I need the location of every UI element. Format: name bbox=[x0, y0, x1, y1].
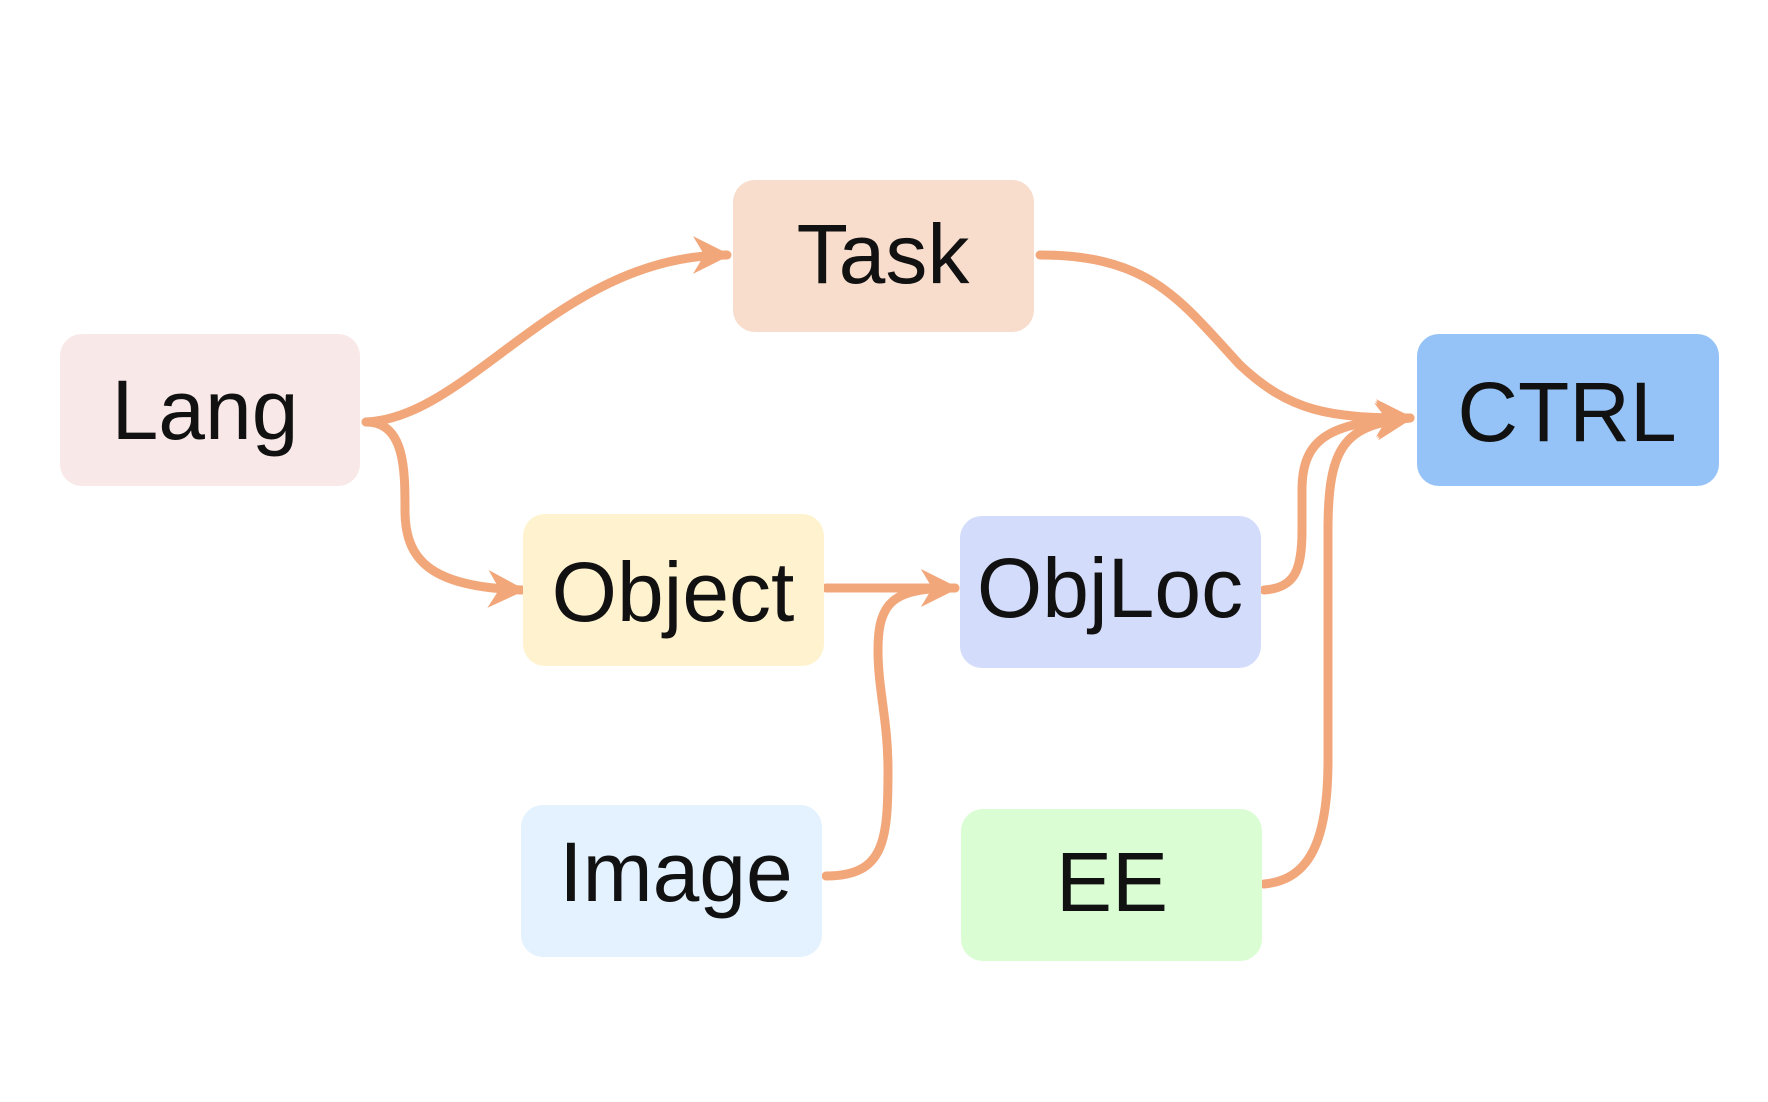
edge-lang-to-task bbox=[361, 236, 732, 427]
edge-layer bbox=[361, 236, 1415, 889]
edge-image-to-objloc bbox=[821, 569, 960, 881]
node-lang-box bbox=[60, 334, 360, 486]
node-task: Task bbox=[733, 180, 1034, 332]
edge-objloc-to-ctrl bbox=[1259, 400, 1415, 595]
node-objloc-label: ObjLoc bbox=[977, 541, 1243, 635]
edge-lang-to-object bbox=[361, 417, 527, 608]
node-objloc-box bbox=[960, 516, 1261, 668]
node-ctrl-label: CTRL bbox=[1457, 365, 1676, 459]
node-lang: Lang bbox=[60, 334, 360, 486]
node-image-box bbox=[521, 805, 822, 957]
node-image-label: Image bbox=[559, 825, 792, 919]
node-ee: EE bbox=[961, 809, 1262, 961]
node-object: Object bbox=[523, 514, 824, 666]
node-object-box bbox=[523, 514, 824, 666]
node-object-label: Object bbox=[552, 545, 795, 639]
node-layer: Lang Task Object ObjLoc Image EE CTRL bbox=[60, 180, 1719, 961]
node-lang-label: Lang bbox=[112, 363, 299, 457]
node-task-label: Task bbox=[797, 207, 971, 301]
node-ee-box bbox=[961, 809, 1262, 961]
node-task-box bbox=[733, 180, 1034, 332]
node-image: Image bbox=[521, 805, 822, 957]
node-ctrl: CTRL bbox=[1417, 334, 1719, 486]
edge-ee-to-ctrl bbox=[1259, 402, 1415, 889]
node-objloc: ObjLoc bbox=[960, 516, 1261, 668]
edge-task-to-ctrl bbox=[1035, 250, 1415, 437]
node-ctrl-box bbox=[1417, 334, 1719, 486]
node-ee-label: EE bbox=[1056, 835, 1168, 929]
